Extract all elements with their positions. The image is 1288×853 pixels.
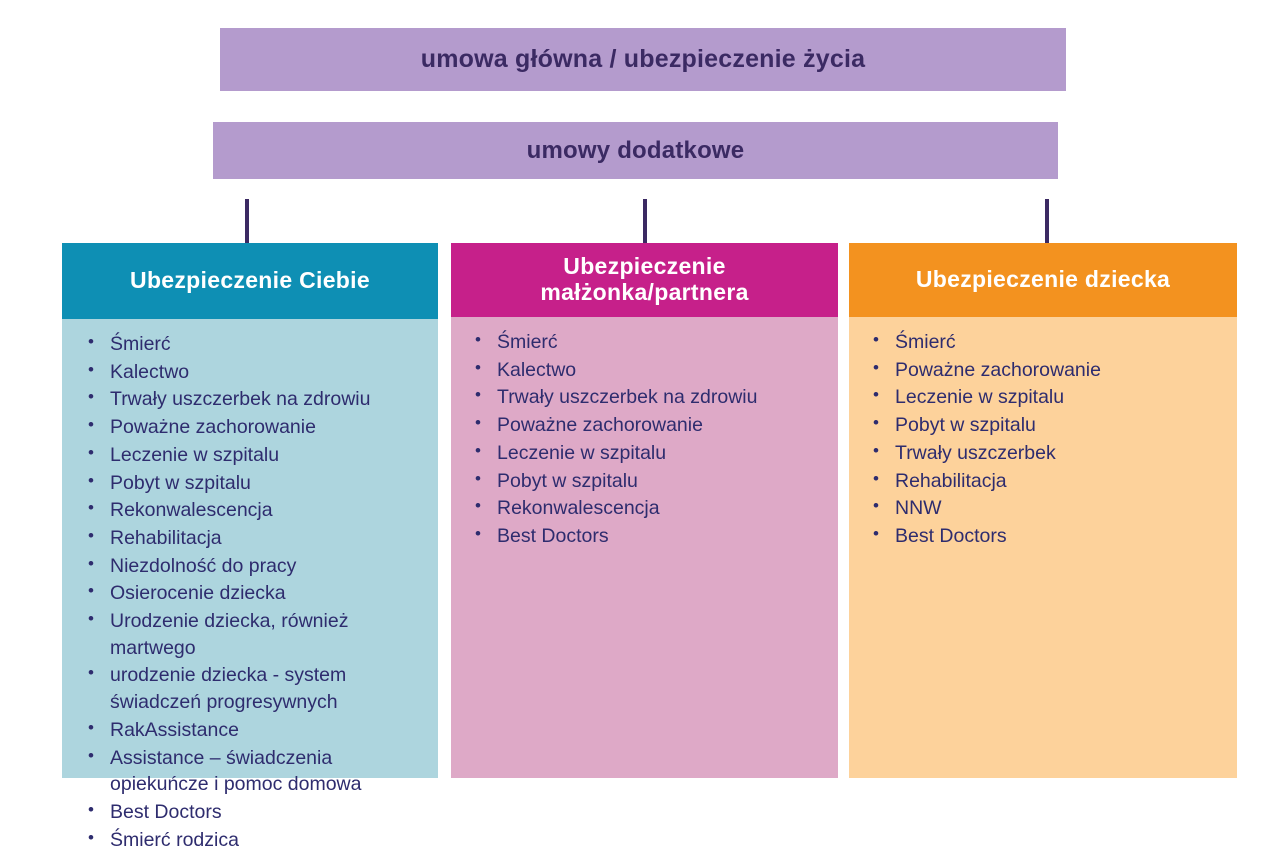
column-insurance-self: Ubezpieczenie Ciebie Śmierć Kalectwo Trw…	[62, 243, 438, 851]
list-item: Śmierć rodzica	[70, 826, 430, 853]
list-item: urodzenie dziecka - system świadczeń pro…	[70, 661, 430, 715]
list-item: Rekonwalescencja	[70, 496, 430, 524]
list-item: Śmierć	[857, 328, 1229, 356]
additional-contracts-banner: umowy dodatkowe	[213, 122, 1058, 179]
list-item: Niezdolność do pracy	[70, 552, 430, 580]
benefit-list-self: Śmierć Kalectwo Trwały uszczerbek na zdr…	[70, 330, 430, 853]
list-item: Rehabilitacja	[70, 524, 430, 552]
column-header-self: Ubezpieczenie Ciebie	[62, 243, 438, 319]
column-title-spouse: Ubezpieczenie małżonka/partnera	[540, 253, 749, 305]
list-item: Assistance – świadczenia opiekuńcze i po…	[70, 744, 430, 798]
insurance-structure-diagram: umowa główna / ubezpieczenie życia umowy…	[0, 0, 1288, 814]
list-item: Poważne zachorowanie	[70, 413, 430, 441]
list-item: Poważne zachorowanie	[857, 356, 1229, 384]
list-item: Best Doctors	[857, 522, 1229, 550]
list-item: Leczenie w szpitalu	[857, 383, 1229, 411]
list-item: Kalectwo	[70, 358, 430, 386]
list-item: Kalectwo	[459, 356, 830, 384]
main-contract-banner: umowa główna / ubezpieczenie życia	[220, 28, 1066, 91]
list-item: Osierocenie dziecka	[70, 579, 430, 607]
connector-line-self	[245, 199, 249, 243]
list-item: Rehabilitacja	[857, 467, 1229, 495]
list-item: Leczenie w szpitalu	[459, 439, 830, 467]
list-item: Urodzenie dziecka, również martwego	[70, 607, 430, 661]
connector-line-spouse	[643, 199, 647, 243]
column-body-child: Śmierć Poważne zachorowanie Leczenie w s…	[849, 317, 1237, 778]
column-title-self: Ubezpieczenie Ciebie	[130, 267, 370, 294]
column-body-self: Śmierć Kalectwo Trwały uszczerbek na zdr…	[62, 319, 438, 851]
benefit-list-spouse: Śmierć Kalectwo Trwały uszczerbek na zdr…	[459, 328, 830, 550]
list-item: Rekonwalescencja	[459, 494, 830, 522]
list-item: Śmierć	[459, 328, 830, 356]
benefit-list-child: Śmierć Poważne zachorowanie Leczenie w s…	[857, 328, 1229, 550]
list-item: NNW	[857, 494, 1229, 522]
column-insurance-child: Ubezpieczenie dziecka Śmierć Poważne zac…	[849, 243, 1237, 778]
main-contract-label: umowa główna / ubezpieczenie życia	[420, 45, 866, 73]
list-item: RakAssistance	[70, 716, 430, 744]
additional-contracts-label: umowy dodatkowe	[526, 136, 745, 164]
list-item: Trwały uszczerbek	[857, 439, 1229, 467]
list-item: Poważne zachorowanie	[459, 411, 830, 439]
list-item: Pobyt w szpitalu	[857, 411, 1229, 439]
list-item: Leczenie w szpitalu	[70, 441, 430, 469]
column-header-child: Ubezpieczenie dziecka	[849, 243, 1237, 317]
column-insurance-spouse: Ubezpieczenie małżonka/partnera Śmierć K…	[451, 243, 838, 778]
list-item: Best Doctors	[459, 522, 830, 550]
list-item: Pobyt w szpitalu	[459, 467, 830, 495]
list-item: Trwały uszczerbek na zdrowiu	[70, 385, 430, 413]
list-item: Śmierć	[70, 330, 430, 358]
column-title-child: Ubezpieczenie dziecka	[915, 266, 1171, 293]
column-body-spouse: Śmierć Kalectwo Trwały uszczerbek na zdr…	[451, 317, 838, 778]
list-item: Trwały uszczerbek na zdrowiu	[459, 383, 830, 411]
list-item: Pobyt w szpitalu	[70, 469, 430, 497]
connector-line-child	[1045, 199, 1049, 243]
column-header-spouse: Ubezpieczenie małżonka/partnera	[451, 243, 838, 317]
list-item: Best Doctors	[70, 798, 430, 826]
